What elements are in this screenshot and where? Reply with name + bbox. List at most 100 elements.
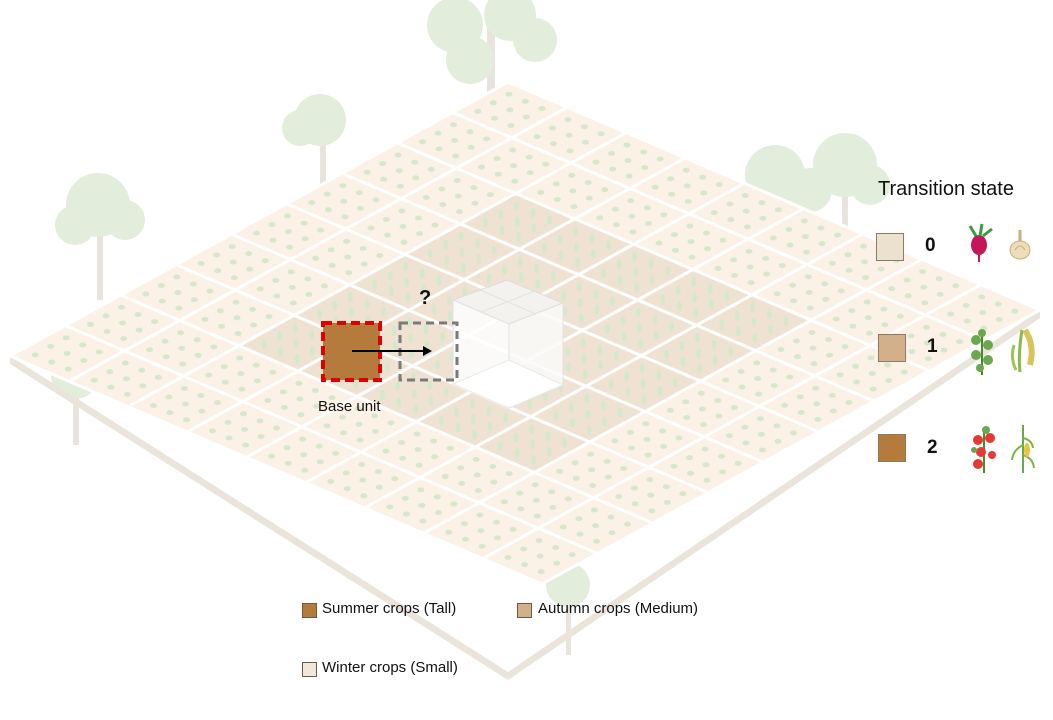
- plant-icon: [380, 176, 388, 182]
- plant-icon: [694, 332, 700, 343]
- plant-icon: [358, 461, 366, 467]
- plant-icon: [770, 383, 778, 389]
- plant-icon: [845, 399, 853, 405]
- plant-icon: [470, 414, 476, 425]
- winter-crops-swatch: [302, 662, 317, 677]
- plant-icon: [698, 406, 706, 412]
- plant-icon: [576, 531, 584, 537]
- plant-icon: [848, 308, 856, 314]
- plant-icon: [246, 266, 254, 272]
- plant-icon: [440, 331, 446, 342]
- plant-icon: [177, 330, 185, 336]
- plant-icon: [864, 315, 872, 321]
- plant-icon: [458, 231, 464, 242]
- plant-icon: [264, 397, 272, 403]
- tomato-plant-icon: [971, 426, 996, 473]
- plant-icon: [384, 232, 392, 238]
- plant-icon: [714, 397, 722, 403]
- plant-icon: [675, 285, 681, 296]
- plant-icon: [355, 421, 363, 427]
- plant-icon: [516, 490, 524, 496]
- plant-icon: [533, 513, 541, 519]
- plant-icon: [398, 440, 406, 446]
- plant-icon: [175, 305, 183, 311]
- plant-icon: [730, 405, 738, 411]
- plant-icon: [300, 220, 308, 226]
- plant-icon: [580, 337, 586, 348]
- plant-icon: [435, 146, 443, 152]
- plant-icon: [687, 239, 695, 245]
- plant-icon: [356, 437, 364, 443]
- plant-icon: [553, 197, 561, 203]
- plant-icon: [672, 247, 680, 253]
- plant-icon: [640, 149, 648, 155]
- plant-icon: [179, 361, 187, 367]
- plant-icon: [228, 243, 236, 249]
- plant-icon: [265, 313, 273, 319]
- plant-icon: [548, 489, 556, 495]
- plant-icon: [542, 243, 548, 254]
- plant-icon: [751, 317, 757, 328]
- plant-icon: [789, 282, 797, 288]
- plant-icon: [628, 445, 636, 451]
- state-2-label: 2: [927, 437, 938, 458]
- plant-icon: [569, 417, 575, 428]
- plant-icon: [304, 276, 312, 282]
- plant-icon: [375, 484, 383, 490]
- plant-icon: [467, 144, 475, 150]
- plant-icon: [420, 284, 426, 295]
- plant-icon: [853, 379, 861, 385]
- plant-icon: [660, 293, 666, 304]
- plant-icon: [402, 511, 410, 517]
- plant-icon: [320, 283, 328, 289]
- plant-icon: [597, 131, 605, 137]
- state-1-label: 1: [927, 336, 938, 357]
- plant-icon: [747, 280, 755, 286]
- autumn-crops-label: Autumn crops (Medium): [538, 600, 699, 617]
- plant-icon: [572, 226, 578, 237]
- plant-icon: [800, 218, 808, 224]
- plant-icon: [332, 450, 340, 456]
- plant-icon: [452, 153, 460, 159]
- winter-crops-label: Winter crops (Small): [322, 659, 458, 676]
- plant-icon: [415, 462, 423, 468]
- plant-icon: [395, 381, 401, 392]
- question-mark: ?: [419, 287, 432, 309]
- plant-icon: [979, 310, 987, 316]
- plant-icon: [387, 420, 395, 426]
- plant-icon: [611, 438, 619, 444]
- plant-icon: [735, 326, 741, 337]
- plant-icon: [216, 308, 224, 314]
- plant-icon: [908, 349, 916, 355]
- plant-icon: [379, 161, 387, 167]
- plant-icon: [628, 213, 636, 219]
- plant-icon: [62, 335, 70, 341]
- plant-icon: [658, 428, 666, 434]
- plant-icon: [593, 289, 599, 300]
- plant-icon: [655, 240, 663, 246]
- plant-icon: [419, 268, 425, 279]
- plant-icon: [462, 287, 468, 298]
- plant-icon: [566, 361, 572, 372]
- plant-icon: [741, 424, 749, 430]
- plant-icon: [608, 380, 614, 391]
- plant-icon: [269, 237, 277, 243]
- plant-icon: [220, 364, 228, 370]
- plant-icon: [584, 179, 592, 185]
- plant-icon: [707, 283, 713, 294]
- plant-icon: [922, 324, 930, 330]
- plant-icon: [1011, 308, 1019, 314]
- plant-icon: [486, 405, 492, 416]
- plant-icon: [526, 170, 534, 176]
- plant-icon: [492, 519, 500, 525]
- plant-icon: [828, 392, 836, 398]
- plant-icon: [568, 172, 576, 178]
- plant-icon: [762, 255, 770, 261]
- plant-icon: [545, 431, 551, 442]
- plant-icon: [79, 342, 87, 348]
- plant-icon: [616, 260, 622, 271]
- plant-icon: [289, 300, 297, 306]
- plant-icon: [422, 195, 430, 201]
- plant-icon: [570, 204, 578, 210]
- plant-icon: [339, 183, 347, 189]
